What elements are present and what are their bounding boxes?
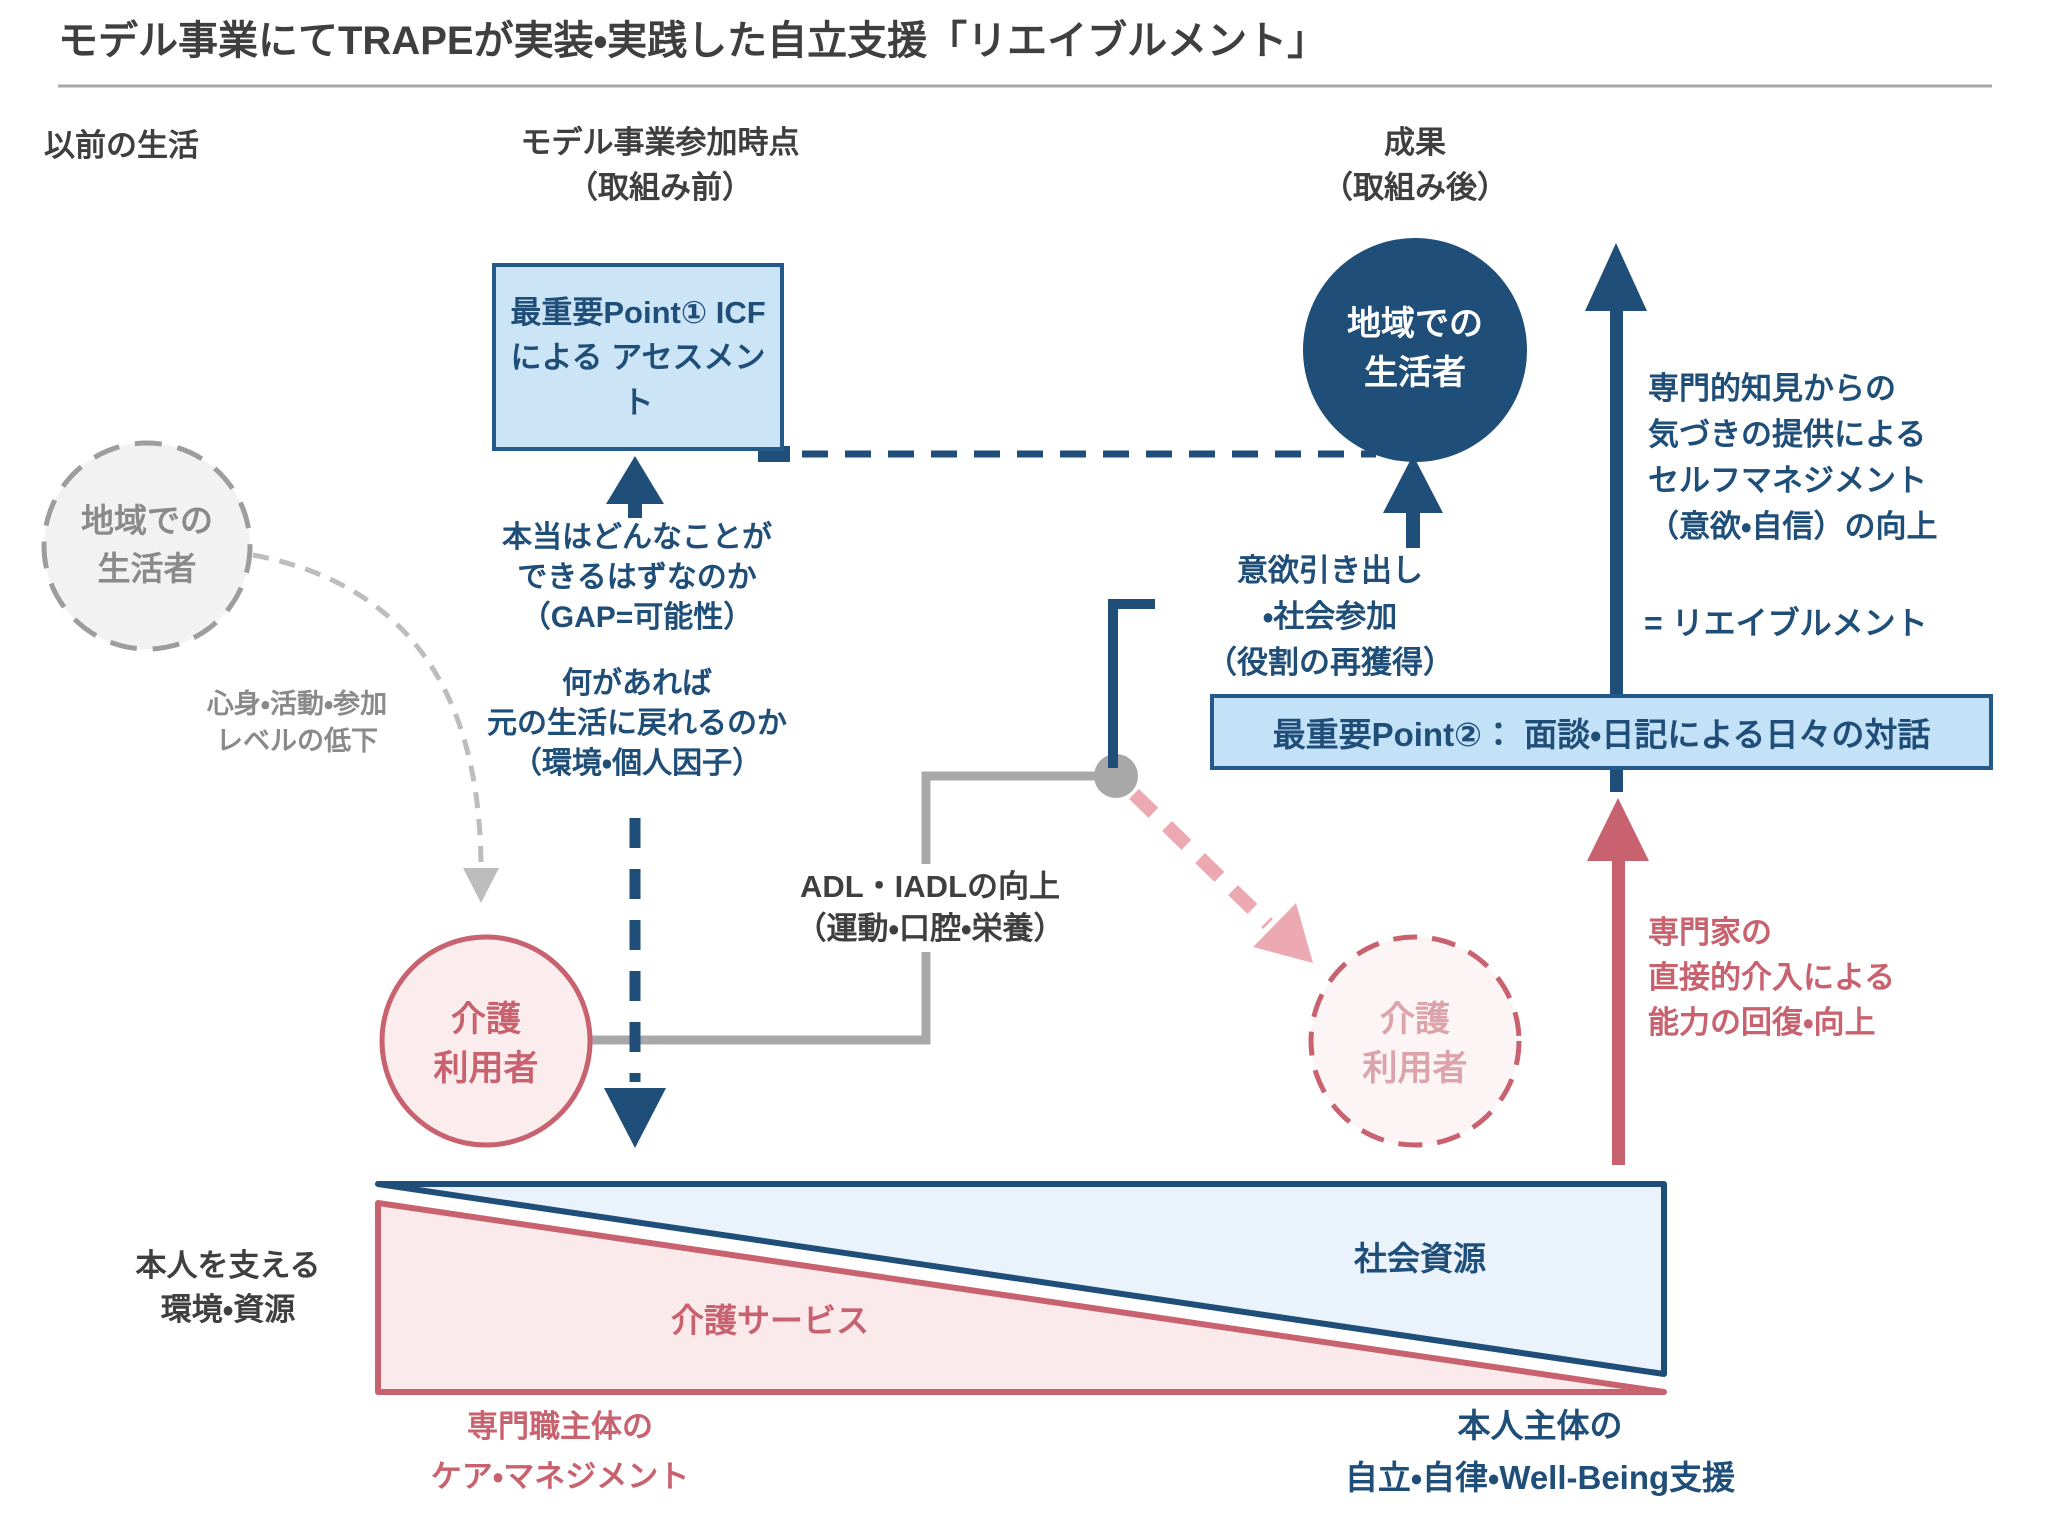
decline-note: 心身・活動・参加 レベルの低下 bbox=[137, 686, 457, 760]
social-resource-triangle-label: 社会資源 bbox=[1354, 1240, 1486, 1277]
junction-dot bbox=[1094, 754, 1138, 798]
relapse-dashed-line bbox=[1129, 788, 1273, 930]
gap-line3: （GAP=可能性） bbox=[520, 601, 754, 634]
page-title: モデル事業にてTRAPEが実装・実践した自立支援「リエイブルメント」 bbox=[58, 19, 1328, 63]
motivation-line1: 意欲引き出し bbox=[1237, 553, 1423, 588]
community-before-circle bbox=[41, 440, 253, 652]
expert-line1: 専門家の bbox=[1648, 915, 1772, 950]
gap-note: 本当はどんなことが できるはずなのか （GAP=可能性） bbox=[437, 518, 837, 638]
social-resource-triangle bbox=[375, 1181, 1667, 1377]
point1-text: 最重要Point① ICFによる アセスメント bbox=[496, 290, 780, 425]
care-before-line2: 利用者 bbox=[433, 1049, 539, 1088]
recover-line1: 何があれば bbox=[562, 667, 712, 700]
care-user-before-circle bbox=[379, 934, 593, 1148]
community-after-circle bbox=[1303, 238, 1527, 462]
motivation-connector-line bbox=[1108, 599, 1155, 768]
column-outcome-line2: （取組み後） bbox=[1322, 170, 1508, 205]
decline-curved-dashed-arrow bbox=[252, 552, 484, 869]
community-after-line1: 地域での bbox=[1347, 305, 1483, 343]
arrow-down-to-care-user-icon bbox=[604, 1088, 666, 1148]
community-before-label: 地域での 生活者 bbox=[27, 497, 267, 593]
expert-arrowhead-icon bbox=[1587, 798, 1649, 861]
relapse-arrowhead-icon bbox=[1253, 903, 1313, 963]
care-after-line2: 利用者 bbox=[1362, 1049, 1468, 1088]
column-outcome-line1: 成果 bbox=[1384, 125, 1446, 160]
motivation-note: 意欲引き出し ・社会参加 （役割の再獲得） bbox=[1130, 548, 1530, 686]
point1-line1: 最重要Point① bbox=[510, 294, 708, 330]
decline-line1: 心身・活動・参加 bbox=[206, 689, 388, 719]
adl-note: ADL・IADLの向上 （運動・口腔・栄養） bbox=[720, 864, 1140, 952]
recover-line2: 元の生活に戻れるのか bbox=[487, 707, 787, 740]
selfmgmt-line4: （意欲・自信）の向上 bbox=[1648, 509, 1938, 544]
reablement-arrowhead-icon bbox=[1585, 243, 1647, 311]
column-label-previous-life: 以前の生活 bbox=[44, 128, 199, 163]
arrow-up-to-point1-stem bbox=[628, 502, 642, 518]
person-led-support-label: 本人主体の 自立・自律・Well-Being支援 bbox=[1240, 1400, 1840, 1504]
recover-line3: （環境・個人因子） bbox=[511, 747, 763, 780]
decline-arrowhead-icon bbox=[463, 868, 499, 903]
expert-intervention-note: 専門家の 直接的介入による 能力の回復・向上 bbox=[1648, 910, 1895, 1045]
point2-box: 最重要Point②： 面談・日記による日々の対話 bbox=[1210, 694, 1993, 770]
column-entry-line2: （取組み前） bbox=[567, 170, 753, 205]
community-before-line2: 生活者 bbox=[97, 550, 197, 587]
care-user-before-label: 介護 利用者 bbox=[366, 995, 606, 1093]
environment-line2: 環境・資源 bbox=[160, 1292, 296, 1327]
environment-line1: 本人を支える bbox=[135, 1248, 321, 1283]
expert-arrow-stem bbox=[1612, 855, 1625, 1165]
gap-line1: 本当はどんなことが bbox=[502, 521, 772, 554]
motivation-line2: ・社会参加 bbox=[1262, 599, 1398, 634]
column-label-program-entry: モデル事業参加時点 （取組み前） bbox=[455, 120, 865, 210]
professional-led-care-label: 専門職主体の ケア・マネジメント bbox=[340, 1402, 780, 1502]
care-service-triangle bbox=[375, 1200, 1667, 1395]
supporting-environment-label: 本人を支える 環境・資源 bbox=[78, 1244, 378, 1332]
expert-line2: 直接的介入による bbox=[1648, 960, 1896, 995]
bottom-right-line1: 本人主体の bbox=[1457, 1407, 1623, 1444]
care-after-line1: 介護 bbox=[1379, 1000, 1450, 1039]
care-before-line1: 介護 bbox=[450, 1000, 521, 1039]
bottom-right-line2: 自立・自律・Well-Being支援 bbox=[1344, 1459, 1736, 1496]
self-management-note: 専門的知見からの 気づきの提供による セルフマネジメント （意欲・自信）の向上 bbox=[1648, 366, 1938, 550]
column-entry-line1: モデル事業参加時点 bbox=[520, 125, 800, 160]
decline-line2: レベルの低下 bbox=[216, 726, 378, 756]
gap-line2: できるはずなのか bbox=[517, 561, 757, 594]
arrow-up-to-point1-icon bbox=[606, 456, 664, 504]
community-after-line2: 生活者 bbox=[1364, 354, 1466, 392]
care-user-after-label: 介護 利用者 bbox=[1295, 995, 1535, 1093]
selfmgmt-line1: 専門的知見からの bbox=[1648, 371, 1896, 406]
community-after-label: 地域での 生活者 bbox=[1295, 300, 1535, 398]
expert-line3: 能力の回復・向上 bbox=[1648, 1005, 1876, 1040]
point1-line2: ICFによる bbox=[510, 294, 766, 375]
point2-text: 最重要Point②： 面談・日記による日々の対話 bbox=[1272, 716, 1931, 753]
adl-line1: ADL・IADLの向上 bbox=[799, 869, 1061, 904]
arrow-up-to-community-stem bbox=[1406, 510, 1420, 548]
point1-line3: アセスメント bbox=[611, 339, 766, 420]
reablement-equals-note: = リエイブルメント bbox=[1644, 605, 1928, 641]
recover-note: 何があれば 元の生活に戻れるのか （環境・個人因子） bbox=[437, 664, 837, 784]
column-label-outcome: 成果 （取組み後） bbox=[1210, 120, 1620, 210]
point1-box: 最重要Point① ICFによる アセスメント bbox=[492, 263, 784, 451]
bottom-left-line2: ケア・マネジメント bbox=[430, 1459, 690, 1494]
arrow-up-to-community-icon bbox=[1383, 455, 1443, 513]
motivation-line3: （役割の再獲得） bbox=[1206, 645, 1454, 680]
care-service-triangle-label: 介護サービス bbox=[671, 1302, 869, 1339]
adl-line2: （運動・口腔・栄養） bbox=[795, 911, 1065, 946]
selfmgmt-line3: セルフマネジメント bbox=[1648, 463, 1927, 498]
selfmgmt-line2: 気づきの提供による bbox=[1648, 417, 1927, 452]
community-before-line1: 地域での bbox=[81, 502, 213, 539]
bottom-left-line1: 専門職主体の bbox=[467, 1409, 653, 1444]
care-user-after-circle bbox=[1308, 934, 1522, 1148]
reablement-arrow-stem bbox=[1610, 305, 1623, 792]
